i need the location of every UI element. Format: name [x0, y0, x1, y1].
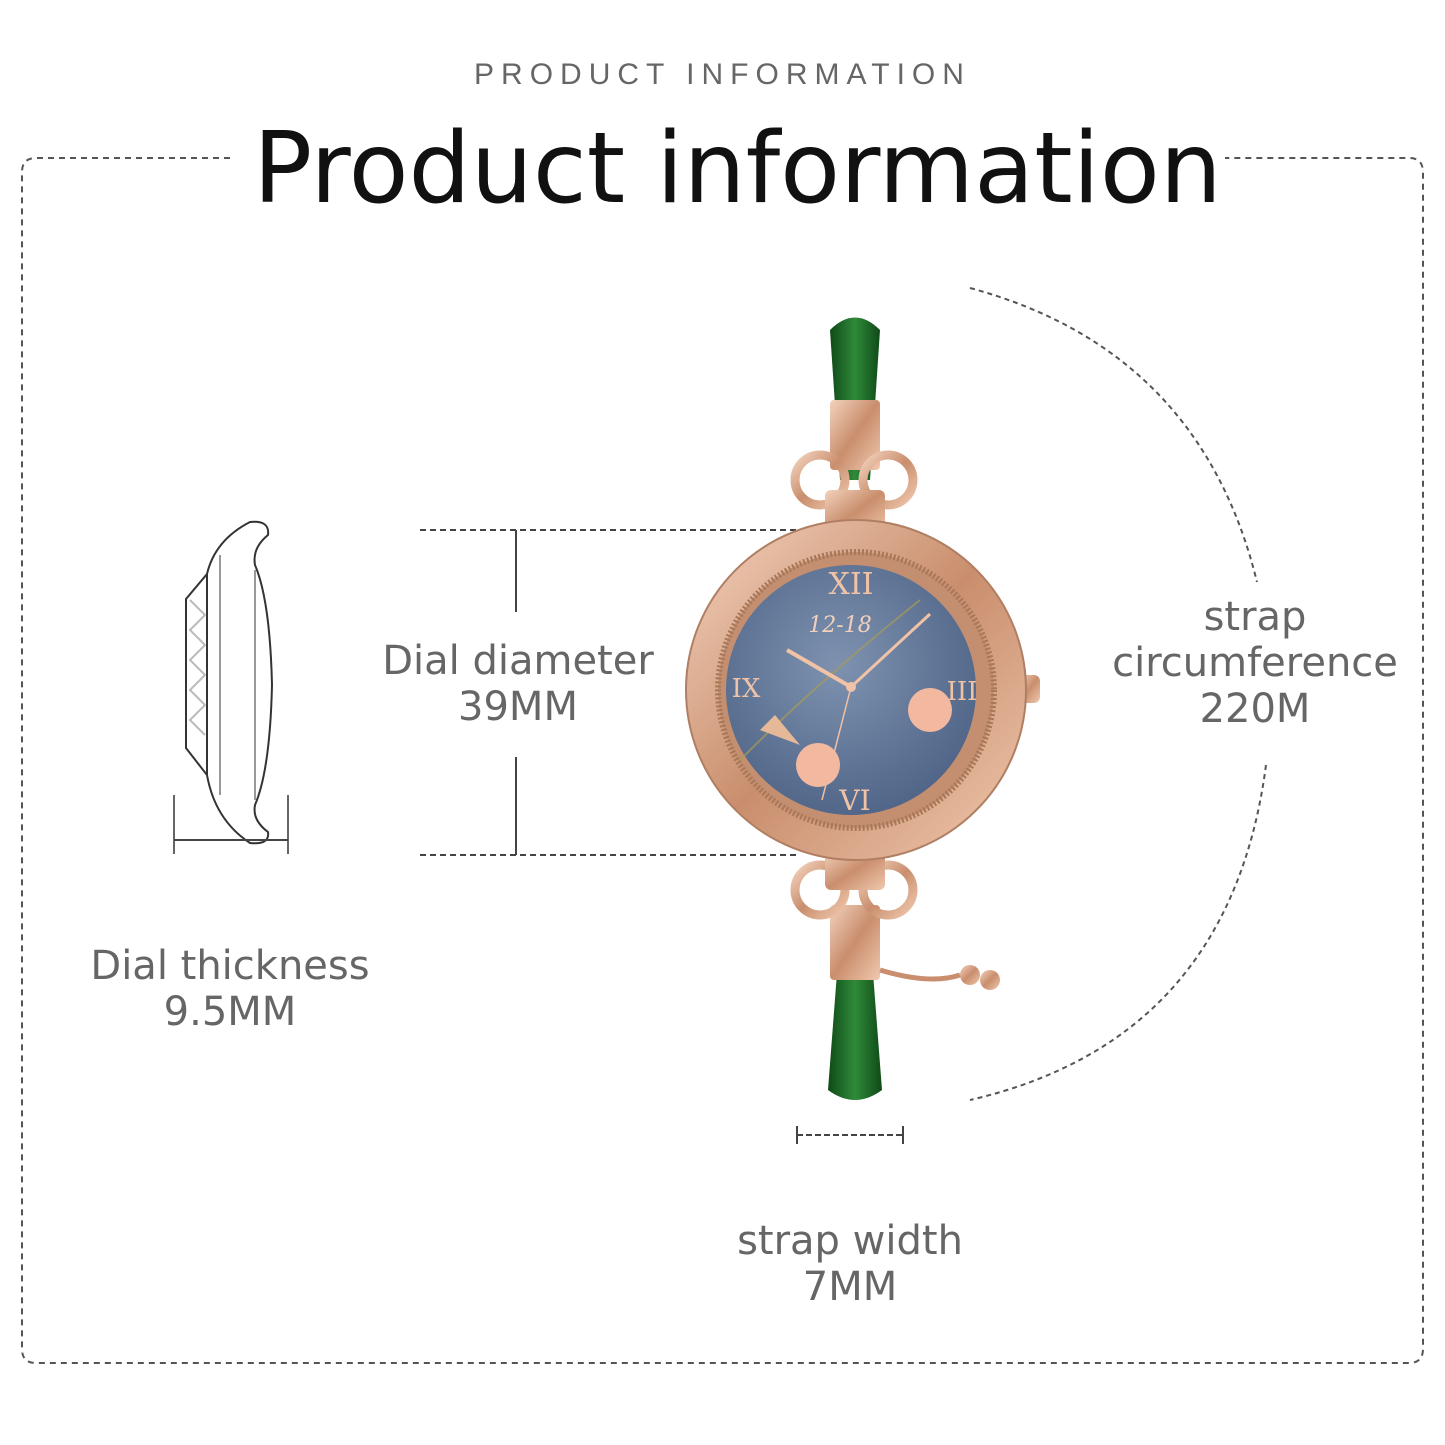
- dial-diameter-title: Dial diameter: [382, 638, 654, 684]
- watch-side-profile: [173, 520, 289, 854]
- dial-thickness-label: Dial thickness 9.5MM: [70, 943, 390, 1035]
- numeral-iii: III: [947, 677, 978, 707]
- strap-circumference-title-2: circumference: [1112, 640, 1398, 686]
- strap-circumference-arc: [969, 287, 1267, 1101]
- numeral-vi: VI: [838, 784, 870, 817]
- strap-circumference-label: strap circumference 220M: [1095, 594, 1415, 732]
- strap-circumference-title-1: strap: [1203, 594, 1307, 640]
- strap-width-title: strap width: [737, 1218, 963, 1264]
- strap-width-dimension: [796, 1126, 904, 1144]
- dial-diameter-dimension: [420, 529, 800, 856]
- flower-decoration: [760, 688, 952, 787]
- dial-thickness-title: Dial thickness: [90, 943, 370, 989]
- strap-width-label: strap width 7MM: [700, 1218, 1000, 1310]
- dial-thickness-value: 9.5MM: [163, 989, 297, 1035]
- frame-border: [21, 157, 1424, 1364]
- numeral-xii: XII: [828, 567, 873, 602]
- watch-date: 12-18: [808, 613, 871, 638]
- numeral-ix: IX: [732, 674, 761, 704]
- dial-diameter-label: Dial diameter 39MM: [368, 638, 668, 730]
- strap-circumference-value: 220M: [1199, 686, 1311, 732]
- page-title: Product information: [253, 112, 1222, 226]
- strap-bottom: [828, 960, 882, 1100]
- dial-diameter-value: 39MM: [458, 684, 578, 730]
- header-subtitle: PRODUCT INFORMATION: [474, 58, 971, 91]
- strap-width-value: 7MM: [802, 1264, 898, 1310]
- watch-image: XII III VI IX 12-18: [685, 317, 1040, 1100]
